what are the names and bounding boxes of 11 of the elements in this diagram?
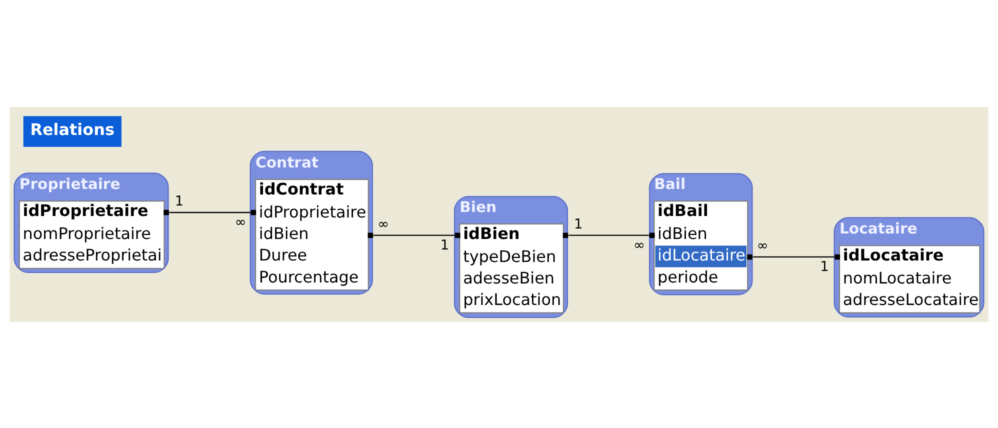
label: ∞	[633, 236, 645, 253]
connector	[368, 232, 460, 238]
diagram-title: Relations	[30, 120, 114, 139]
label: ∞	[234, 214, 246, 230]
connector	[562, 232, 655, 238]
label: 1	[820, 258, 829, 274]
label: 1	[174, 193, 184, 210]
label: 1	[574, 216, 583, 232]
label: ∞	[756, 238, 768, 254]
label: ∞	[378, 216, 390, 232]
label: 1	[440, 236, 450, 253]
